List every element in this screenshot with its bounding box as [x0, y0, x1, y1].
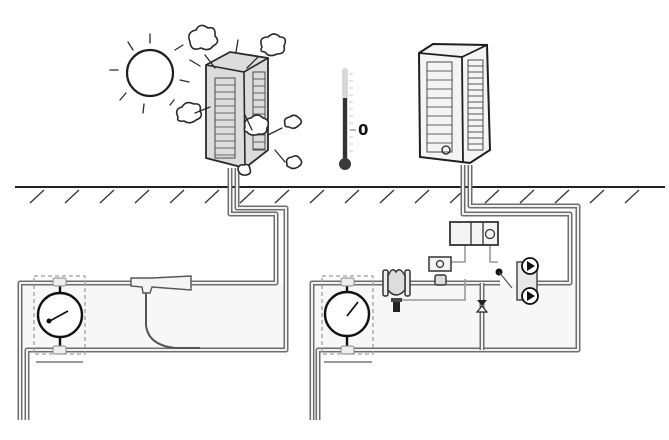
drain-valve	[475, 300, 489, 313]
smoke-puff	[283, 114, 303, 130]
hatch-mark	[134, 189, 150, 204]
smoke-puff	[285, 155, 303, 170]
right-outdoor-unit	[417, 42, 492, 165]
hatch-mark	[519, 189, 535, 204]
control-valve	[382, 269, 411, 312]
smoke-puff	[260, 33, 287, 57]
hatch-mark	[554, 189, 570, 204]
hatch-mark	[274, 189, 290, 204]
air-separator	[130, 275, 200, 349]
temperature-sensor	[495, 268, 513, 289]
right-heat-meter	[321, 275, 374, 363]
smoke-puff	[175, 101, 203, 124]
thermometer-icon	[339, 68, 356, 170]
left-heat-meter	[33, 275, 86, 363]
ground	[15, 186, 665, 204]
left-pipes	[17, 168, 289, 420]
sun-icon	[109, 33, 190, 114]
hatch-mark	[64, 189, 80, 204]
smoke-puff	[243, 114, 270, 136]
hatch-mark	[29, 189, 45, 204]
hatch-mark	[239, 189, 255, 204]
valve-actuator	[428, 256, 452, 286]
smoke-puff	[237, 163, 252, 176]
hatch-mark	[309, 189, 325, 204]
hatch-mark	[344, 189, 360, 204]
hatch-mark	[379, 189, 395, 204]
hatch-mark	[414, 189, 430, 204]
hatch-mark	[169, 189, 185, 204]
controller	[449, 221, 499, 246]
hatch-mark	[99, 189, 115, 204]
hatch-mark	[589, 189, 605, 204]
hatch-mark	[624, 189, 640, 204]
hatch-mark	[204, 189, 220, 204]
twin-pump	[516, 257, 539, 305]
ground-hatch	[29, 189, 640, 204]
temperature-label: 0	[358, 121, 368, 139]
left-outdoor-unit	[175, 24, 303, 176]
hatch-mark	[484, 189, 500, 204]
smoke-puff	[188, 24, 219, 51]
